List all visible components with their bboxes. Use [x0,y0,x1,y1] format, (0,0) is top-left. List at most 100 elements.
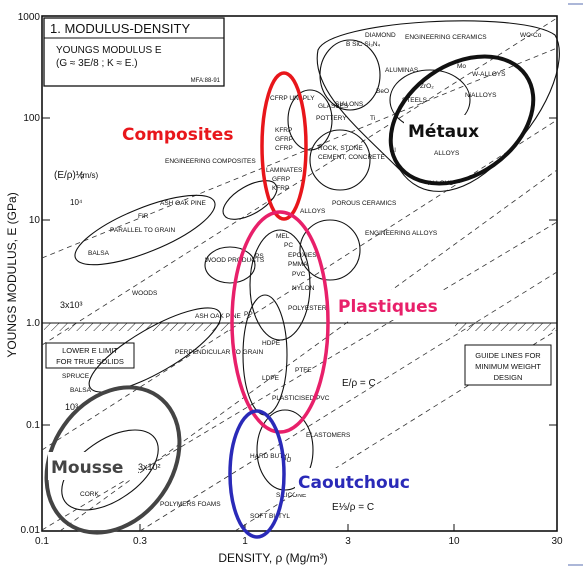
caoutchouc-ellipse [228,409,286,539]
label-cfrp: CFRP [275,145,293,152]
label-balsa2: BALSA [70,387,92,394]
label-ps: PS [255,253,264,260]
velocity-3e3: 3x10³ [60,300,83,310]
label-pottery: POTTERY [316,115,347,122]
y-tick-1: 1.0 [26,318,40,329]
label-cfrp-uni: CFRP UNI-PLY [270,95,315,102]
y-tick-10: 10 [29,215,41,226]
label-gfrp: GFRP [275,136,293,143]
label-silicone: SILICONE [276,492,307,499]
plastiques-ellipse [230,210,330,434]
label-sialons: SIALONS [335,101,364,108]
guide-line2: MINIMUM WEIGHT [475,362,541,371]
title-line1: 1. MODULUS-DENSITY [50,21,190,36]
lower-limit-line2: FOR TRUE SOLIDS [56,357,124,366]
label-eng-ceramics: ENGINEERING CERAMICS [405,34,487,41]
label-nylon: NYLON [292,285,315,292]
label-eng-alloys: ENGINEERING ALLOYS [365,230,438,237]
label-hard-butyl: HARD BUTYL [250,453,292,460]
label-ash-oak-pine: ASH OAK PINE [160,200,207,207]
y-tick-0.1: 0.1 [26,420,40,431]
mousse-ellipse [44,385,182,535]
label-kfrp2: KFRP [272,185,289,192]
x-tick-0.3: 0.3 [133,536,147,547]
label-rock: ROCK, STONE [318,145,363,152]
label-fir: FIR [138,213,149,220]
label-ptfe: PTFE [295,367,312,374]
label-porous-ceramics: POROUS CERAMICS [332,200,397,207]
velocity-1e3: 10³ [65,402,78,412]
label-soft-butyl: SOFT BUTYL [250,513,290,520]
lower-limit-box: LOWER E LIMIT FOR TRUE SOLIDS [45,342,135,369]
label-cement: CEMENT, CONCRETE [318,154,385,161]
label-spruce: SPRUCE [62,373,90,380]
label-plasticised-pvc: PLASTICISED PVC [272,395,330,402]
label-ash-oak-pine2: ASH OAK PINE [195,313,242,320]
velocity-1e4: 10⁴ [70,198,83,207]
label-balsa: BALSA [88,250,110,257]
eq-e-rho: E/ρ = C [342,378,376,389]
label-steels: STEELS [402,97,428,104]
label-parallel-grain: PARALLEL TO GRAIN [110,227,175,234]
label-w-alloys: W-ALLOYS [472,71,506,78]
label-polymer-foams: POLYMERS FOAMS [160,501,221,508]
label-ni-alloys: NiALLOYS [465,92,497,99]
y-axis-label: YOUNGS MODULUS, E (GPa) [5,192,19,357]
label-pp: PP [244,311,253,318]
x-tick-3: 3 [345,536,351,547]
label-elastomers: ELASTOMERS [306,432,351,439]
label-cork: CORK [80,491,99,498]
mousse-label: Mousse [51,458,123,478]
composites-ellipse [260,71,308,221]
y-tick-0.01: 0.01 [21,525,41,536]
label-eng-composites: ENGINEERING COMPOSITES [165,158,256,165]
metaux-ellipse [388,54,536,186]
label-woods: WOODS [132,290,158,297]
label-ldpe: LDPE [262,375,280,382]
label-laminates: LAMINATES [266,167,303,174]
title-line2: YOUNGS MODULUS E [56,45,162,56]
metaux-label: Métaux [408,122,479,142]
guide-line3: DESIGN [494,373,523,382]
x-tick-0.1: 0.1 [35,536,49,547]
label-pu: PU [282,457,291,464]
label-pc: PC [284,242,293,249]
guide-box: GUIDE LINES FOR MINIMUM WEIGHT DESIGN [464,344,552,386]
label-epoxies: EPOXIES [288,252,317,259]
eq-e-third: E⅓/ρ = C [332,502,374,513]
x-tick-30: 30 [551,536,563,547]
title-box: 1. MODULUS-DENSITY YOUNGS MODULUS E (G ≈… [43,17,225,87]
label-mo: Mo [457,63,466,70]
label-sic: B SiC Si₃N₄ [346,41,381,48]
x-tick-10: 10 [448,536,460,547]
label-alloys-mg: ALLOYS [300,208,326,215]
eq-velocity: (E/ρ)½ [54,170,85,181]
label-cu-alloys: ALLOYS [434,150,460,157]
title-line3: (G ≈ 3E/8 ; K ≈ E.) [56,58,138,69]
guide-line1: GUIDE LINES FOR [475,351,541,360]
lower-limit-hatch-right [455,323,555,331]
label-mel: MEL [276,233,290,240]
composites-label: Composites [122,125,233,145]
title-ref: MFA:88-91 [191,78,221,84]
label-diamond: DIAMOND [365,32,396,39]
label-glasses: GLASSES [318,103,349,110]
label-hdpe: HDPE [262,340,281,347]
label-polyester: POLYESTER [288,305,327,312]
lower-limit-line1: LOWER E LIMIT [62,346,118,355]
lower-limit-hatch-left [44,323,232,331]
label-pvc: PVC [292,271,306,278]
label-pmma: PMMA [288,261,308,268]
x-tick-1: 1 [242,536,248,547]
label-zro2: ZrO₂ [420,83,434,90]
label-perp-grain: PERPENDICULAR TO GRAIN [175,349,264,356]
callout-labels: Composites Métaux Plastiques Mousse Caou… [48,115,498,494]
label-gfrp2: GFRP [272,176,290,183]
label-ti: Ti [370,115,375,122]
label-beo: BeO [376,88,389,95]
label-wood-products: WOOD PRODUCTS [205,257,265,264]
velocity-unit: (m/s) [80,171,99,180]
y-tick-100: 100 [23,113,40,124]
